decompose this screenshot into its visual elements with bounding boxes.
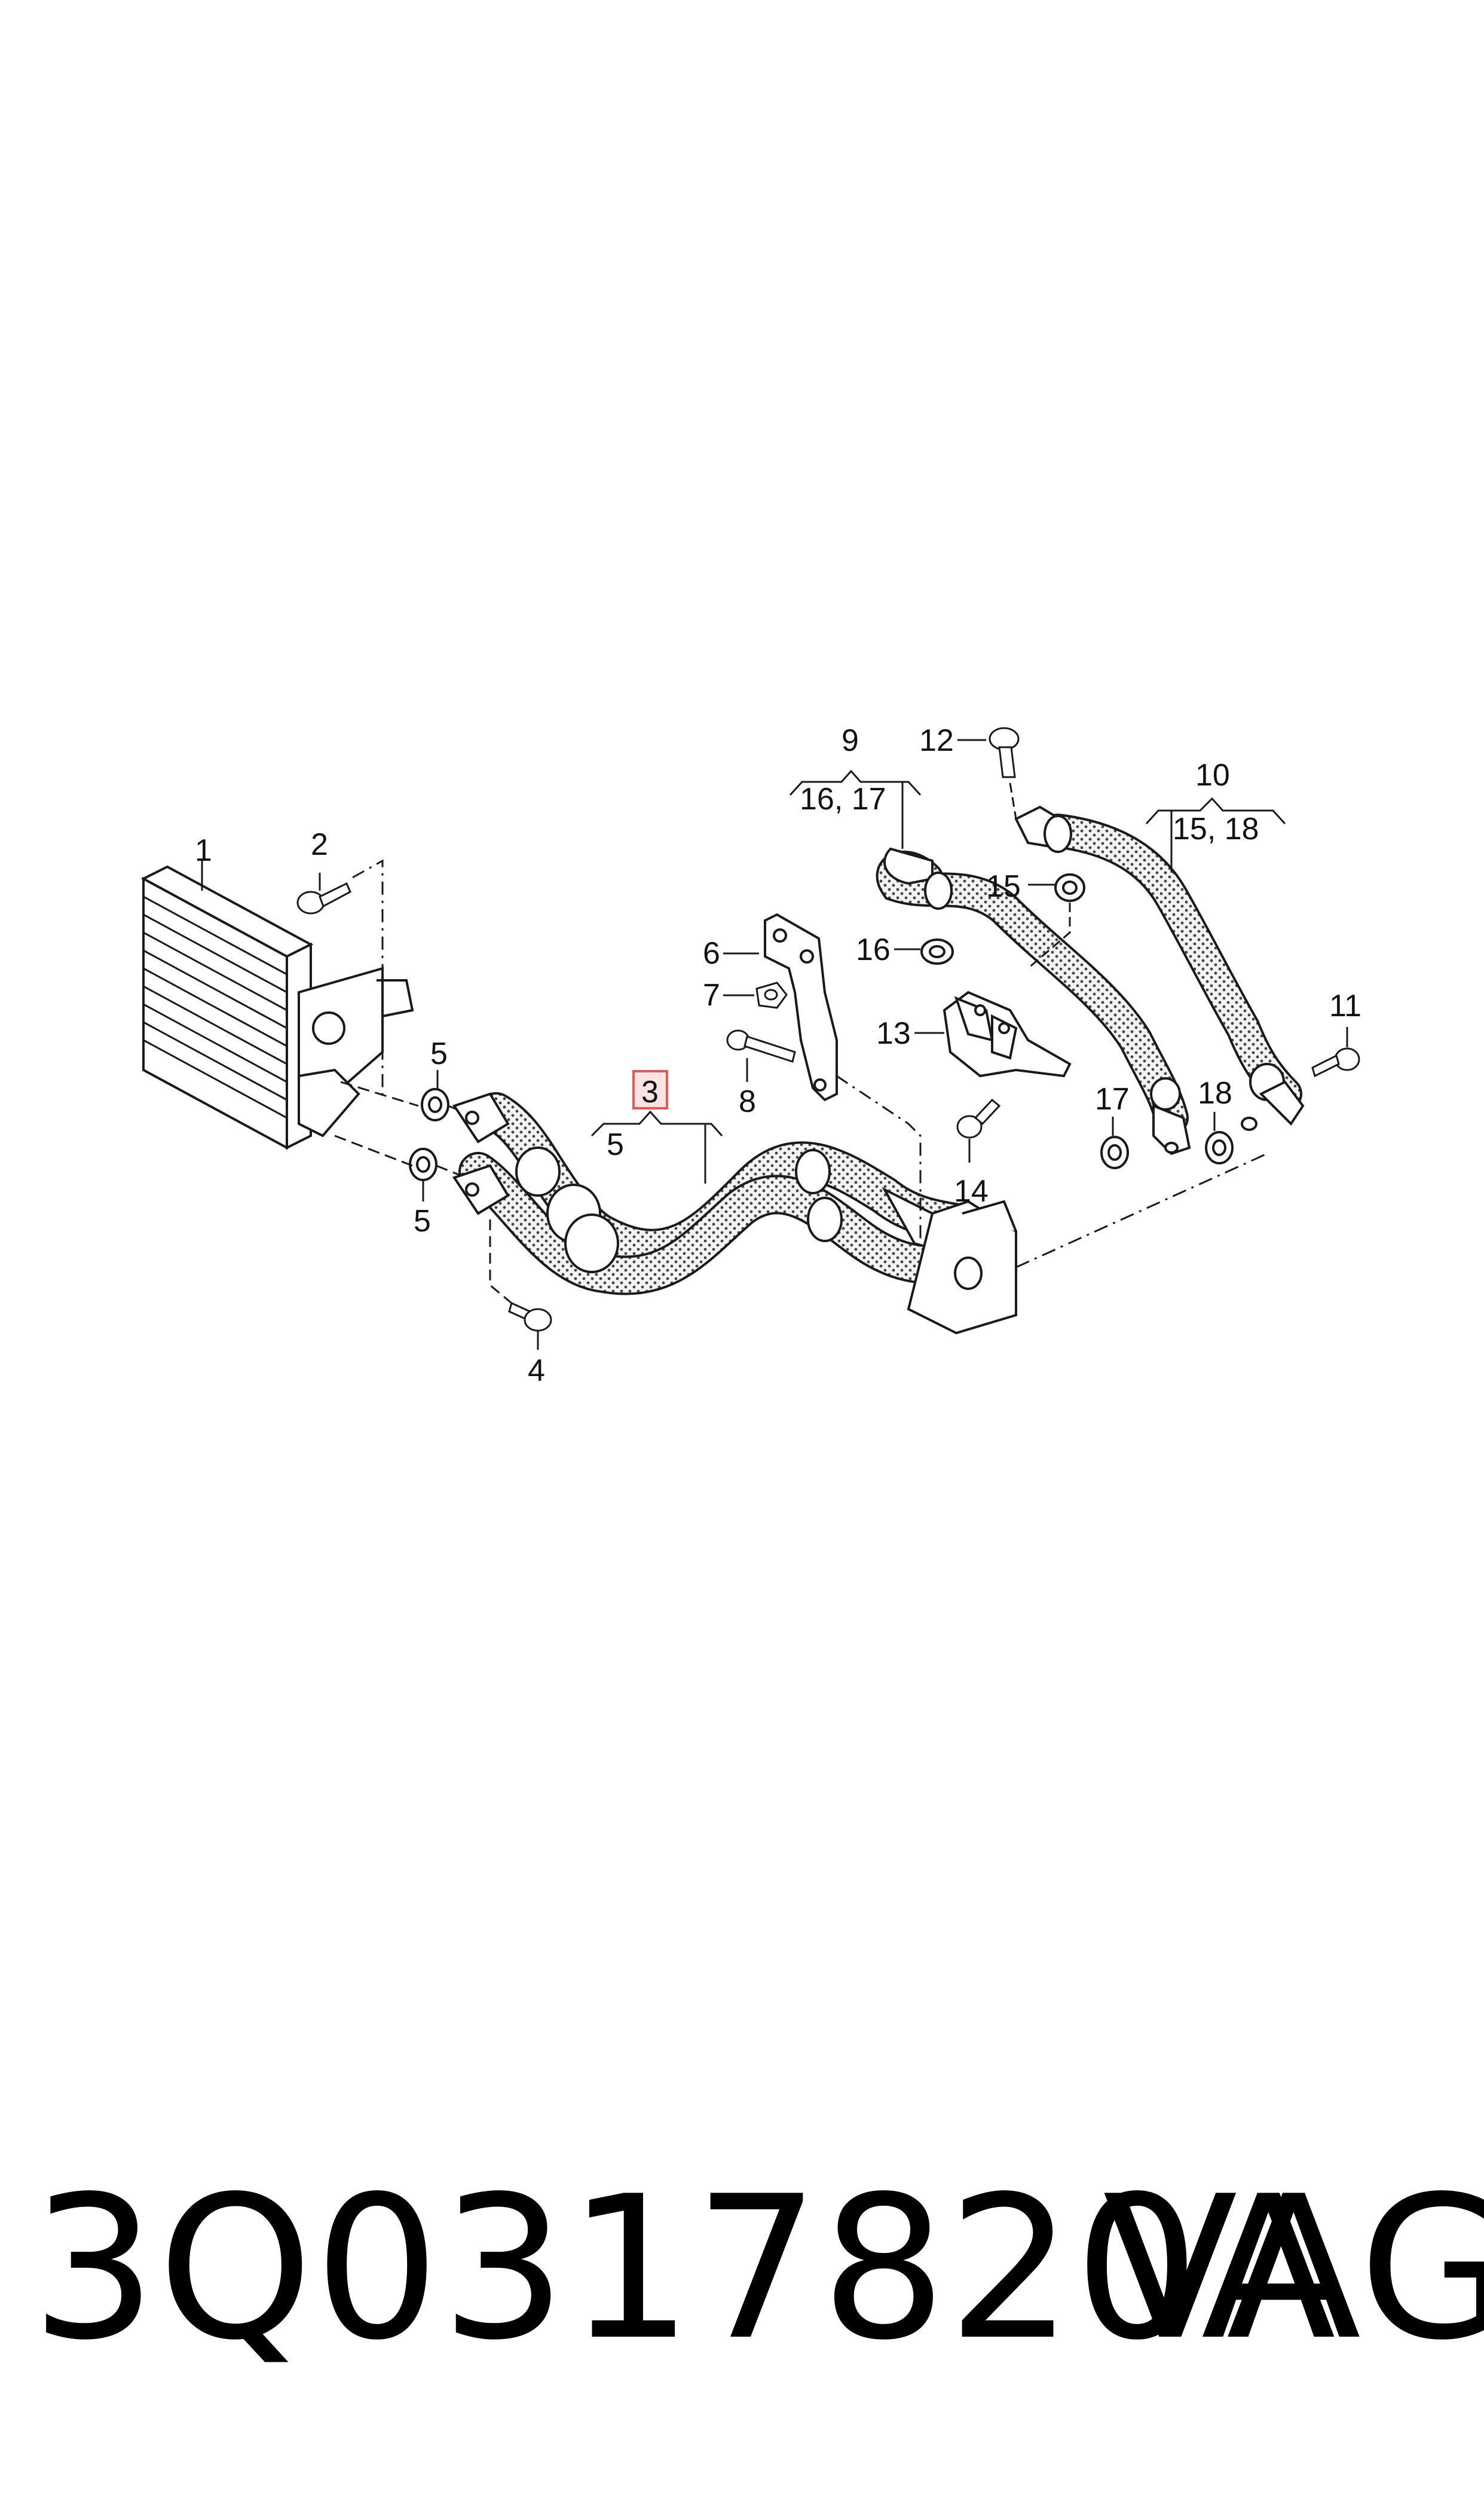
callout-8: 8 bbox=[739, 1084, 756, 1119]
callout-16: 16 bbox=[856, 933, 891, 967]
callout-1: 1 bbox=[195, 833, 212, 868]
callout-5-lower: 5 bbox=[414, 1204, 431, 1239]
nut-7 bbox=[755, 982, 788, 1009]
callout-12: 12 bbox=[919, 723, 954, 758]
callout-3-highlight bbox=[632, 1070, 668, 1109]
callout-9: 9 bbox=[842, 723, 859, 758]
callout-18: 18 bbox=[1198, 1076, 1232, 1111]
dash-line-8 bbox=[836, 1075, 922, 1249]
seal-ring-16 bbox=[920, 938, 954, 965]
brand-name: VAG bbox=[1103, 2154, 1484, 2383]
bolt-8 bbox=[726, 1029, 796, 1063]
dash-line-15 bbox=[1027, 903, 1071, 970]
bracket-6 bbox=[764, 913, 838, 1102]
bracket-9 bbox=[789, 769, 922, 796]
callout-10-sub: 15, 18 bbox=[1173, 812, 1259, 846]
dash-line-5 bbox=[334, 1081, 479, 1179]
callout-7: 7 bbox=[703, 978, 720, 1013]
seal-ring-15 bbox=[1054, 873, 1085, 902]
bolt-12 bbox=[989, 727, 1020, 778]
dash-line-12 bbox=[1009, 782, 1017, 820]
bolt-4 bbox=[508, 1301, 552, 1332]
oil-cooler bbox=[140, 865, 414, 1150]
callout-4: 4 bbox=[528, 1353, 545, 1388]
seal-ring-5-upper bbox=[421, 1088, 449, 1121]
bolt-11 bbox=[1311, 1047, 1360, 1078]
bracket-10 bbox=[1145, 797, 1286, 825]
bracket-13 bbox=[943, 990, 1072, 1078]
callout-10: 10 bbox=[1195, 758, 1230, 793]
dash-line-2 bbox=[352, 859, 384, 1100]
callout-5-bracket: 5 bbox=[607, 1127, 624, 1162]
seal-ring-18 bbox=[1205, 1131, 1234, 1164]
dash-line-4 bbox=[489, 1219, 512, 1304]
callout-6: 6 bbox=[703, 936, 720, 971]
callout-5-upper: 5 bbox=[430, 1037, 448, 1071]
callout-2: 2 bbox=[311, 827, 328, 862]
part-number: 3Q0317820A bbox=[31, 2154, 1338, 2383]
callout-15: 15 bbox=[986, 869, 1021, 904]
hose-assembly-3 bbox=[452, 1092, 1268, 1335]
bolt-2 bbox=[296, 882, 351, 915]
callout-13: 13 bbox=[876, 1016, 911, 1051]
callout-11: 11 bbox=[1329, 989, 1361, 1023]
seal-ring-5-lower bbox=[409, 1148, 437, 1181]
callout-3: 3 bbox=[641, 1075, 659, 1109]
callout-17: 17 bbox=[1095, 1082, 1130, 1117]
bracket-3 bbox=[590, 1110, 723, 1137]
hose-9 bbox=[876, 847, 1191, 1155]
callout-9-sub: 16, 17 bbox=[800, 782, 886, 817]
hose-10 bbox=[1014, 805, 1305, 1131]
callout-14: 14 bbox=[954, 1174, 989, 1209]
bolt-14 bbox=[956, 1098, 1001, 1139]
seal-ring-17 bbox=[1100, 1136, 1129, 1169]
